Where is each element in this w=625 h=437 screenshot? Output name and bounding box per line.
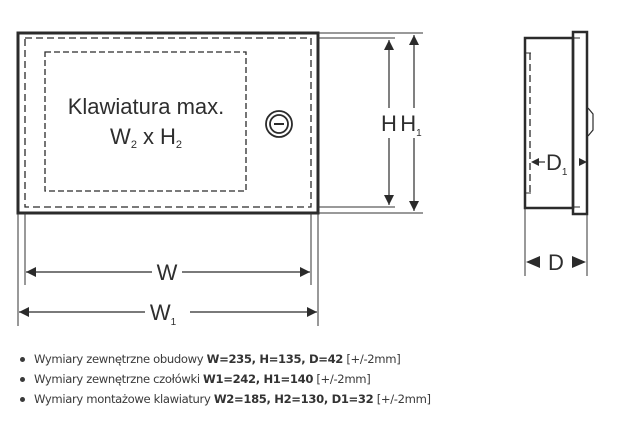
svg-text:W: W [157,260,178,285]
keyboard-area-outline [44,51,247,192]
front-panel-side [571,30,589,216]
svg-text:D: D [548,250,564,275]
svg-text:H1: H1 [400,111,422,139]
dimension-W1: W1 [19,300,317,328]
dimension-H1: H1 [400,35,422,211]
dimension-D: D [526,250,586,275]
svg-text:W1: W1 [150,300,177,328]
svg-text:D1: D1 [546,150,568,178]
front-panel-outline [16,31,320,215]
dimension-H: H [381,40,397,205]
side-view: D1 D [523,30,594,276]
dimension-D1: D1 [531,150,587,178]
specifications-list: Wymiary zewnętrzne obudowy W=235, H=135,… [14,349,431,409]
dimension-W: W [26,260,310,285]
keyboard-label: Klawiatura max. [68,94,225,119]
lock-cylinder-icon [265,110,293,138]
lock-knob-side [587,107,594,137]
spec-housing-dimensions: Wymiary zewnętrzne obudowy W=235, H=135,… [20,349,431,369]
svg-text:H: H [381,111,397,136]
housing-outline-hidden [24,37,312,208]
spec-keyboard-mount-dimensions: Wymiary montażowe klawiatury W2=185, H2=… [20,389,431,409]
housing-body-side [523,36,575,210]
spec-front-panel-dimensions: Wymiary zewnętrzne czołówki W1=242, H1=1… [20,369,431,389]
